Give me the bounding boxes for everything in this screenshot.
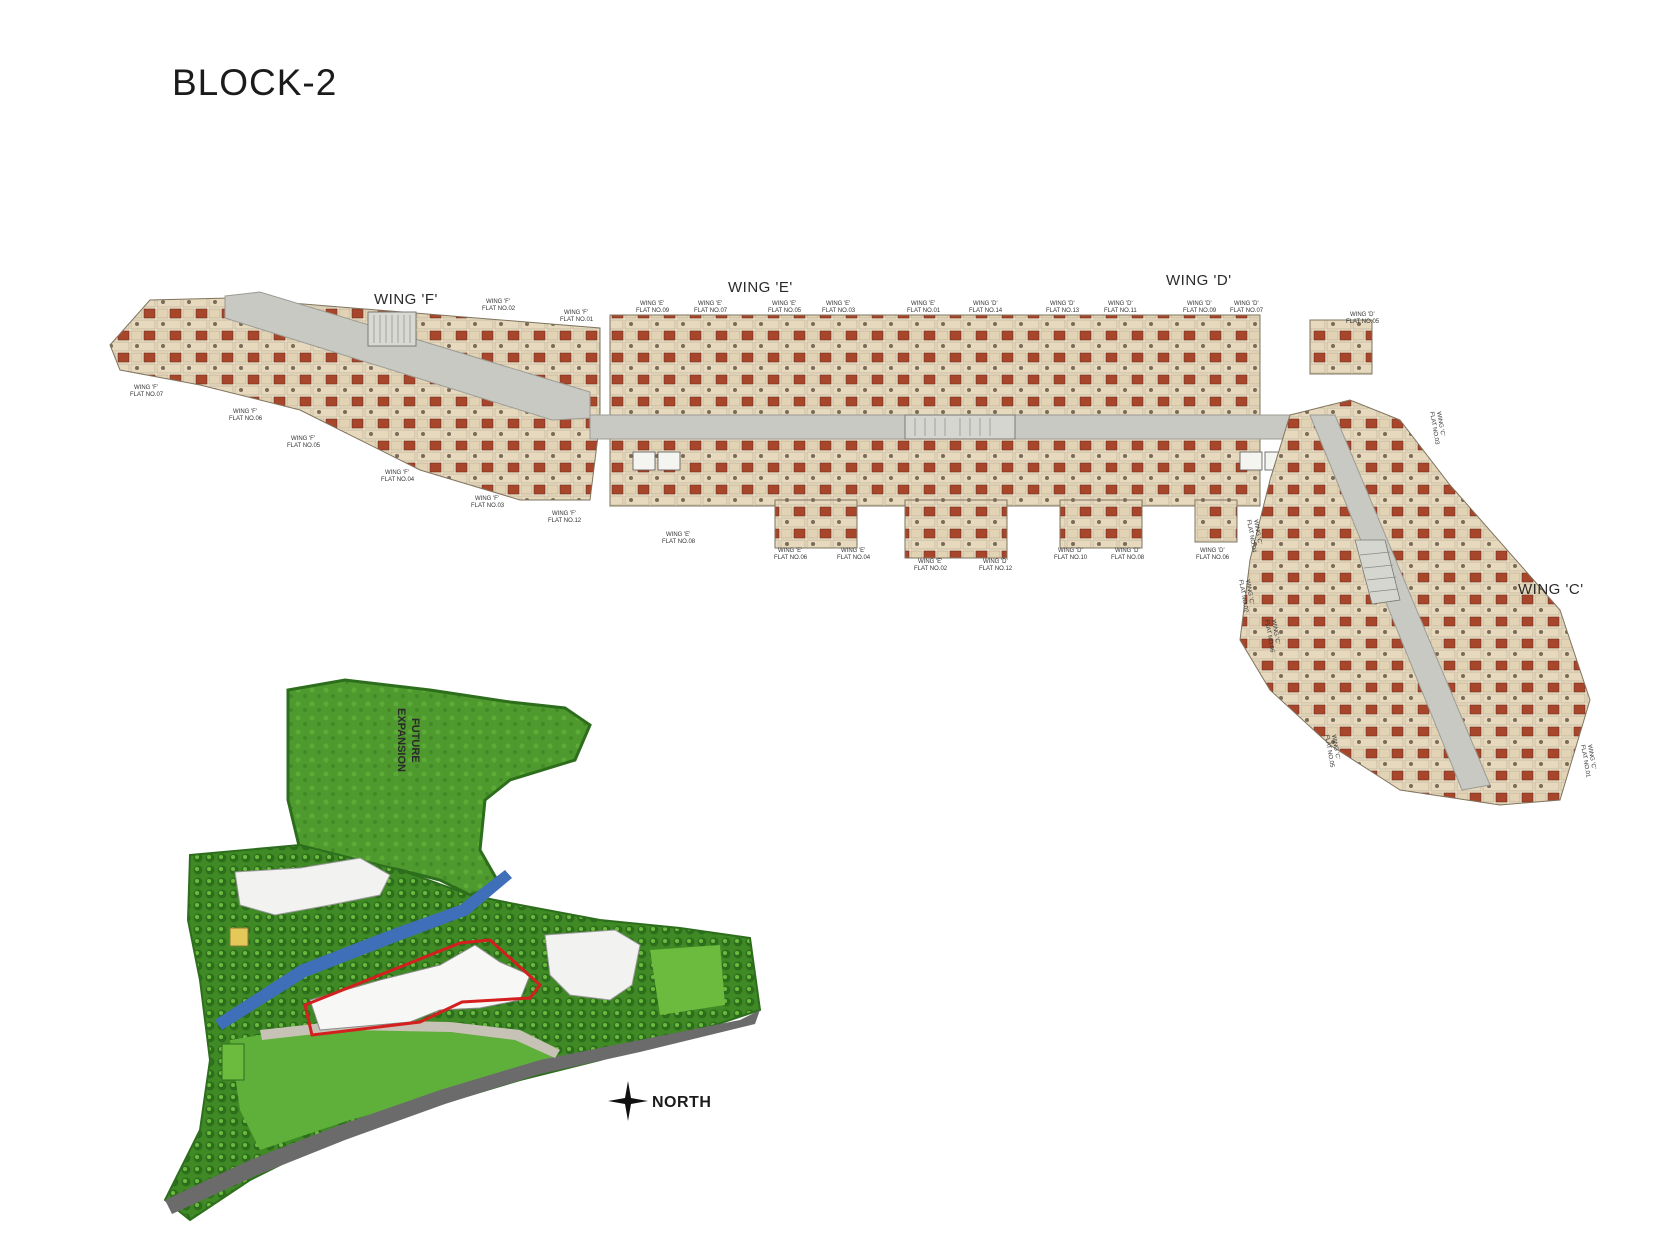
- flat-label-f12-wing: WING 'F': [552, 511, 576, 517]
- flat-label-d06-wing: WING 'D': [1200, 548, 1225, 554]
- flat-label-c02-wing: WING 'C': [1244, 579, 1254, 604]
- flat-label-f02-no: FLAT NO.02: [482, 306, 516, 312]
- flat-label-f12-no: FLAT NO.12: [548, 518, 582, 524]
- flat-label-f03-wing: WING 'F': [475, 496, 499, 502]
- flat-label-f01-no: FLAT NO.01: [560, 317, 594, 323]
- flat-label-c04-no: FLAT NO.04: [1245, 519, 1257, 553]
- flat-label-d05-no: FLAT NO.05: [1346, 319, 1380, 325]
- flat-label-d07-wing: WING 'D': [1234, 301, 1259, 307]
- flat-label-e08-wing: WING 'E': [666, 532, 690, 538]
- flat-label-d09-wing: WING 'D': [1187, 301, 1212, 307]
- future-label-line2: EXPANSION: [395, 708, 407, 772]
- block-2-highlight: [303, 938, 543, 1037]
- flat-label-d06-no: FLAT NO.06: [1196, 555, 1230, 561]
- flat-label-e03-no: FLAT NO.03: [822, 308, 856, 314]
- flat-label-d08-no: FLAT NO.08: [1111, 555, 1145, 561]
- flat-label-c03-no: FLAT NO.03: [1428, 411, 1440, 445]
- future-label-line1: FUTURE: [409, 718, 421, 763]
- flat-label-c03-wing: WING 'C': [1435, 411, 1445, 436]
- flat-label-e08-no: FLAT NO.08: [662, 539, 696, 545]
- flat-label-e03-wing: WING 'E': [826, 301, 850, 307]
- flat-label-f01-wing: WING 'F': [564, 310, 588, 316]
- flat-label-d14-no: FLAT NO.14: [969, 308, 1003, 314]
- flat-label-c02-no: FLAT NO.02: [1237, 579, 1249, 613]
- flat-label-e01-wing: WING 'E': [911, 301, 935, 307]
- existing-buildings: [234, 857, 641, 1001]
- flat-label-e04-no: FLAT NO.04: [837, 555, 871, 561]
- flat-label-c05-no: FLAT NO.05: [1323, 734, 1335, 768]
- wing-c-corridor: [1309, 414, 1491, 791]
- water-channel: [215, 870, 512, 1030]
- flat-label-d09-no: FLAT NO.09: [1183, 308, 1217, 314]
- flat-label-d11-wing: WING 'D': [1108, 301, 1133, 307]
- flat-label-f06-wing: WING 'F': [233, 409, 257, 415]
- wing-c-label: WING 'C': [1518, 581, 1584, 598]
- block-2-footprint: [309, 944, 531, 1031]
- flat-labels: WING 'F' FLAT NO.07 WING 'F' FLAT NO.06 …: [130, 299, 1380, 572]
- flat-label-d05-wing: WING 'D': [1350, 312, 1375, 318]
- flat-label-e01-no: FLAT NO.01: [907, 308, 941, 314]
- flat-label-e06-wing: WING 'E': [778, 548, 802, 554]
- flat-label-d12-wing: WING 'D': [983, 559, 1008, 565]
- play-area: [229, 927, 249, 947]
- court-area: [221, 1043, 245, 1081]
- floor-plan: WING 'F' WING 'E' WING 'D' WING 'C' WING…: [109, 272, 1596, 806]
- flat-label-d14-wing: WING 'D': [973, 301, 998, 307]
- north-compass-icon: [608, 1081, 648, 1121]
- wing-f-flats: [109, 297, 601, 501]
- flat-label-c04-wing: WING 'C': [1252, 519, 1262, 544]
- flat-label-f07-wing: WING 'F': [134, 385, 158, 391]
- wing-d-label: WING 'D': [1166, 272, 1232, 289]
- flat-label-c06-no: FLAT NO.06: [1263, 619, 1275, 653]
- internal-road: [260, 1020, 560, 1058]
- flat-label-e07-no: FLAT NO.07: [694, 308, 728, 314]
- flat-label-f04-no: FLAT NO.04: [381, 477, 415, 483]
- flat-label-f06-no: FLAT NO.06: [229, 416, 263, 422]
- inner-lawn: [230, 1025, 560, 1150]
- flat-label-c06-wing: WING 'C': [1270, 619, 1280, 644]
- wing-c-flats: [1239, 399, 1591, 806]
- flat-label-f02-wing: WING 'F': [486, 299, 510, 305]
- page-title: BLOCK-2: [172, 62, 338, 103]
- flat-label-d07-no: FLAT NO.07: [1230, 308, 1264, 314]
- flat-label-f05-no: FLAT NO.05: [287, 443, 321, 449]
- flat-label-c01-no: FLAT NO.01: [1579, 744, 1591, 778]
- flat-label-e09-no: FLAT NO.09: [636, 308, 670, 314]
- central-stair-steps: [914, 418, 991, 436]
- wing-c-stair: [1354, 539, 1401, 605]
- wing-f-label: WING 'F': [374, 291, 438, 308]
- north-label: NORTH: [652, 1094, 711, 1111]
- east-lawn: [650, 945, 725, 1015]
- flat-label-e04-wing: WING 'E': [841, 548, 865, 554]
- wing-c-flat-labels: WING 'C' FLAT NO.03 WING 'C' FLAT NO.04 …: [1237, 411, 1596, 778]
- wing-f-stair-steps: [373, 315, 411, 343]
- flat-label-d10-wing: WING 'D': [1058, 548, 1083, 554]
- flat-label-e07-wing: WING 'E': [698, 301, 722, 307]
- flat-label-d12-no: FLAT NO.12: [979, 566, 1013, 572]
- flat-label-e09-wing: WING 'E': [640, 301, 664, 307]
- flat-label-f07-no: FLAT NO.07: [130, 392, 164, 398]
- wing-e-label: WING 'E': [728, 279, 793, 296]
- flat-label-f05-wing: WING 'F': [291, 436, 315, 442]
- flat-label-e05-wing: WING 'E': [772, 301, 796, 307]
- flat-label-f04-wing: WING 'F': [385, 470, 409, 476]
- flat-label-e02-no: FLAT NO.02: [914, 566, 948, 572]
- flat-label-d10-no: FLAT NO.10: [1054, 555, 1088, 561]
- site-road: [165, 1010, 760, 1214]
- flat-label-f03-no: FLAT NO.03: [471, 503, 505, 509]
- site-map: FUTURE EXPANSION: [163, 678, 762, 1222]
- flat-label-e02-wing: WING 'E': [918, 559, 942, 565]
- flat-label-d13-no: FLAT NO.13: [1046, 308, 1080, 314]
- flat-label-c01-wing: WING 'C': [1586, 744, 1596, 769]
- flat-label-e06-no: FLAT NO.06: [774, 555, 808, 561]
- flat-label-c05-wing: WING 'C': [1330, 734, 1340, 759]
- flat-label-d11-no: FLAT NO.11: [1104, 308, 1137, 314]
- flat-label-e05-no: FLAT NO.05: [768, 308, 802, 314]
- flat-label-d08-wing: WING 'D': [1115, 548, 1140, 554]
- flat-label-d13-wing: WING 'D': [1050, 301, 1075, 307]
